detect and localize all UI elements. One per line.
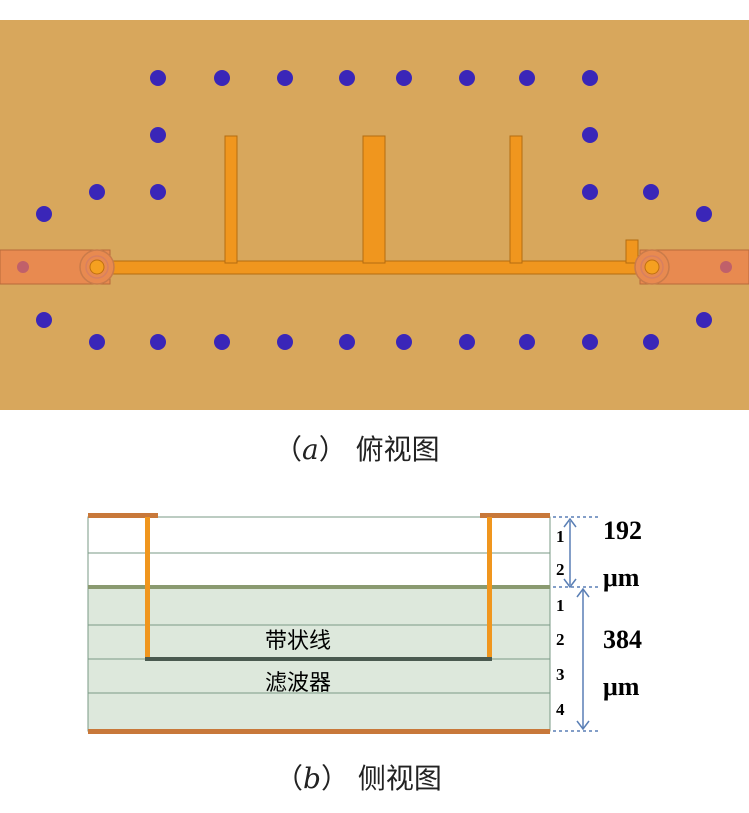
lower-layer-1: [87, 586, 551, 626]
via-right: [487, 517, 492, 659]
top-pad-left: [88, 513, 158, 518]
lower-thickness-unit: μm: [603, 672, 640, 701]
via-hole: [339, 334, 355, 350]
via-hole: [459, 334, 475, 350]
via-hole: [277, 334, 293, 350]
via-hole: [696, 206, 712, 222]
via-hole: [36, 312, 52, 328]
stub-1: [224, 135, 238, 264]
caption-b-letter: b: [303, 762, 321, 795]
feed-end-dot-left: [17, 261, 29, 273]
lower-layer-4: [87, 692, 551, 732]
port-right: [634, 249, 670, 285]
via-hole: [696, 312, 712, 328]
via-hole: [582, 334, 598, 350]
stub-2: [362, 135, 386, 264]
via-hole: [582, 70, 598, 86]
dimension-upper: [553, 516, 600, 589]
via-hole: [582, 184, 598, 200]
via-hole: [643, 184, 659, 200]
caption-side-view: （b） 侧视图: [275, 757, 442, 797]
caption-a-letter: a: [302, 433, 319, 466]
top-pad-right: [480, 513, 550, 518]
via-hole: [150, 127, 166, 143]
top-view-diagram: [0, 20, 749, 410]
via-hole: [89, 184, 105, 200]
via-group: [36, 70, 712, 350]
via-hole: [396, 334, 412, 350]
via-hole: [150, 184, 166, 200]
caption-a-close: ）: [318, 433, 347, 466]
via-hole: [519, 334, 535, 350]
upper-layer-num-2: 2: [556, 560, 565, 579]
via-left: [145, 517, 150, 659]
bottom-ground-plane: [88, 729, 550, 734]
caption-a-open: （: [274, 433, 303, 466]
via-hole: [277, 70, 293, 86]
stub-3: [509, 135, 523, 264]
filter-label-line2: 滤波器: [265, 671, 332, 696]
via-hole: [214, 334, 230, 350]
via-hole: [36, 206, 52, 222]
caption-top-view: （a） 俯视图: [274, 428, 440, 468]
caption-a-text: 俯视图: [355, 433, 440, 466]
stub-4: [625, 239, 639, 264]
lower-layer-num-2: 2: [556, 630, 565, 649]
middle-ground-plane: [88, 585, 550, 589]
lower-layer-num-4: 4: [556, 700, 565, 719]
via-hole: [339, 70, 355, 86]
via-hole: [582, 127, 598, 143]
via-hole: [459, 70, 475, 86]
feed-end-dot-right: [720, 261, 732, 273]
via-hole: [519, 70, 535, 86]
via-hole: [214, 70, 230, 86]
lower-layer-num-1: 1: [556, 596, 565, 615]
caption-b-text: 侧视图: [357, 762, 442, 795]
via-hole: [89, 334, 105, 350]
via-hole: [150, 334, 166, 350]
caption-b-close: ）: [320, 762, 349, 795]
upper-layer-num-1: 1: [556, 527, 565, 546]
lower-thickness-value: 384: [603, 625, 642, 654]
lower-layer-num-3: 3: [556, 665, 565, 684]
dimension-lower: [553, 586, 600, 732]
upper-layer-1: [87, 516, 551, 554]
via-hole: [643, 334, 659, 350]
stripline: [145, 657, 492, 661]
upper-thickness-value: 192: [603, 516, 642, 545]
filter-label-line1: 带状线: [265, 629, 332, 654]
side-view-diagram: [87, 513, 600, 734]
upper-thickness-unit: μm: [603, 563, 640, 592]
via-hole: [150, 70, 166, 86]
caption-b-open: （: [275, 762, 304, 795]
stripline-filter: [97, 135, 651, 275]
upper-layer-2: [87, 552, 551, 588]
port-left: [79, 249, 115, 285]
via-hole: [396, 70, 412, 86]
lower-layer-2: [87, 624, 551, 660]
